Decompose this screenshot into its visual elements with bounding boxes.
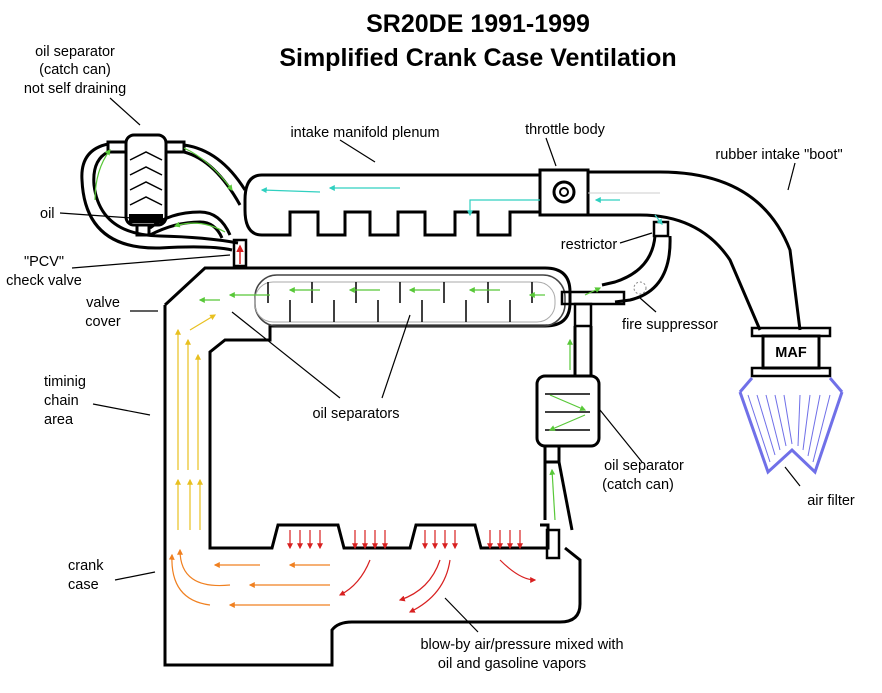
label-timing-1: timinig bbox=[44, 374, 86, 390]
upper-can-chevrons bbox=[129, 151, 163, 206]
air-filter-pleats bbox=[747, 394, 831, 463]
maf-label: MAF bbox=[775, 345, 807, 361]
air-filter bbox=[738, 377, 844, 475]
maf-sensor bbox=[750, 326, 832, 378]
catch-can-hose bbox=[573, 326, 593, 375]
label-crank-1: crank bbox=[68, 558, 104, 574]
vapor-arrows-green bbox=[94, 147, 602, 521]
valve-cover-baffles bbox=[267, 282, 533, 322]
catch-can-lower bbox=[535, 374, 601, 464]
vapor-arrows-orange bbox=[168, 548, 330, 608]
oil-pool bbox=[129, 214, 163, 223]
label-intake-plenum: intake manifold plenum bbox=[290, 125, 439, 141]
fire-suppressor-mesh bbox=[633, 281, 647, 295]
title-line-2: Simplified Crank Case Ventilation bbox=[279, 44, 676, 72]
throttle-body bbox=[538, 168, 590, 217]
intake-manifold-plenum bbox=[243, 173, 542, 237]
label-throttle-body: throttle body bbox=[525, 122, 606, 138]
label-timing-3: area bbox=[44, 412, 74, 428]
pcv-check-valve bbox=[232, 238, 248, 268]
intake-tube bbox=[588, 170, 802, 331]
blowby-arrows-red bbox=[287, 530, 537, 613]
label-oil-separator-top-1: oil separator bbox=[35, 44, 115, 60]
title-line-1: SR20DE 1991-1999 bbox=[366, 10, 590, 38]
label-valve-cover-2: cover bbox=[85, 314, 121, 330]
label-blowby-1: blow-by air/pressure mixed with bbox=[420, 637, 623, 653]
label-valve-cover-1: valve bbox=[86, 295, 120, 311]
engine-block bbox=[163, 266, 582, 667]
label-timing-2: chain bbox=[44, 393, 79, 409]
label-pcv-1: "PCV" bbox=[24, 254, 64, 270]
label-rubber-boot: rubber intake "boot" bbox=[715, 147, 842, 163]
label-catch-can-2: (catch can) bbox=[602, 477, 674, 493]
label-oil-separators: oil separators bbox=[312, 406, 399, 422]
tee-fitting bbox=[560, 290, 626, 328]
fresh-air-arrows bbox=[260, 185, 663, 225]
label-oil-separator-top-3: not self draining bbox=[24, 81, 126, 97]
label-oil-separator-top-2: (catch can) bbox=[39, 62, 111, 78]
labels: oil separator (catch can) not self drain… bbox=[6, 44, 855, 672]
label-crank-2: case bbox=[68, 577, 99, 593]
label-restrictor: restrictor bbox=[561, 237, 618, 253]
crank-return-hose bbox=[543, 461, 574, 531]
leader-lines bbox=[59, 97, 801, 633]
vapor-arrows-yellow bbox=[175, 314, 217, 530]
restrictor-fitting bbox=[652, 220, 670, 238]
restrictor-hose bbox=[601, 235, 672, 304]
label-pcv-2: check valve bbox=[6, 273, 82, 289]
crank-fitting bbox=[545, 528, 561, 560]
label-air-filter: air filter bbox=[807, 493, 855, 509]
label-fire-suppressor: fire suppressor bbox=[622, 317, 718, 333]
label-catch-can-1: oil separator bbox=[604, 458, 684, 474]
label-oil: oil bbox=[40, 206, 55, 222]
upper-can-hoses bbox=[80, 142, 247, 252]
label-blowby-2: oil and gasoline vapors bbox=[438, 656, 586, 672]
